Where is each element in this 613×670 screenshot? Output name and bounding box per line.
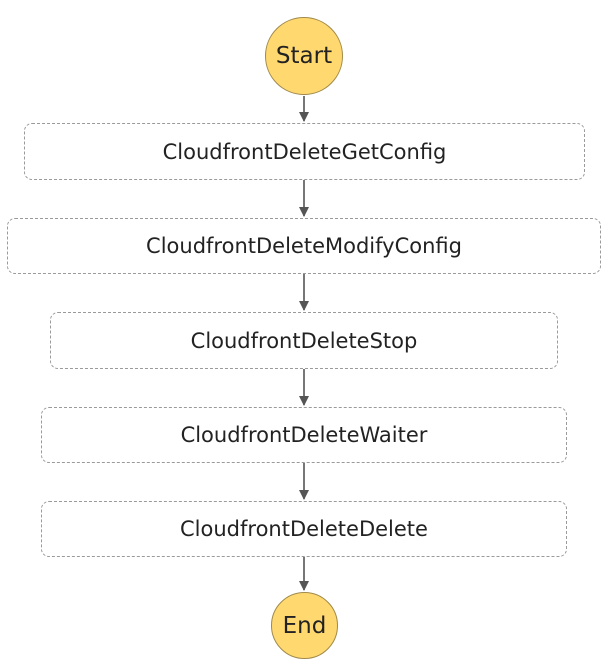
state-label: CloudfrontDeleteDelete [180, 517, 428, 541]
state-label: CloudfrontDeleteModifyConfig [146, 234, 462, 258]
start-node: Start [265, 17, 343, 95]
state-cloudfront-delete-delete[interactable]: CloudfrontDeleteDelete [41, 501, 567, 557]
state-label: CloudfrontDeleteGetConfig [162, 139, 447, 164]
start-label: Start [275, 43, 333, 69]
state-cloudfront-delete-get-config[interactable]: CloudfrontDeleteGetConfig [24, 123, 585, 180]
state-label: CloudfrontDeleteStop [190, 328, 418, 353]
end-node: End [271, 592, 338, 659]
state-cloudfront-delete-stop[interactable]: CloudfrontDeleteStop [50, 312, 558, 369]
state-label: CloudfrontDeleteWaiter [180, 423, 428, 447]
end-label: End [282, 612, 327, 639]
state-cloudfront-delete-modify-config[interactable]: CloudfrontDeleteModifyConfig [7, 218, 601, 274]
state-cloudfront-delete-waiter[interactable]: CloudfrontDeleteWaiter [41, 407, 567, 463]
